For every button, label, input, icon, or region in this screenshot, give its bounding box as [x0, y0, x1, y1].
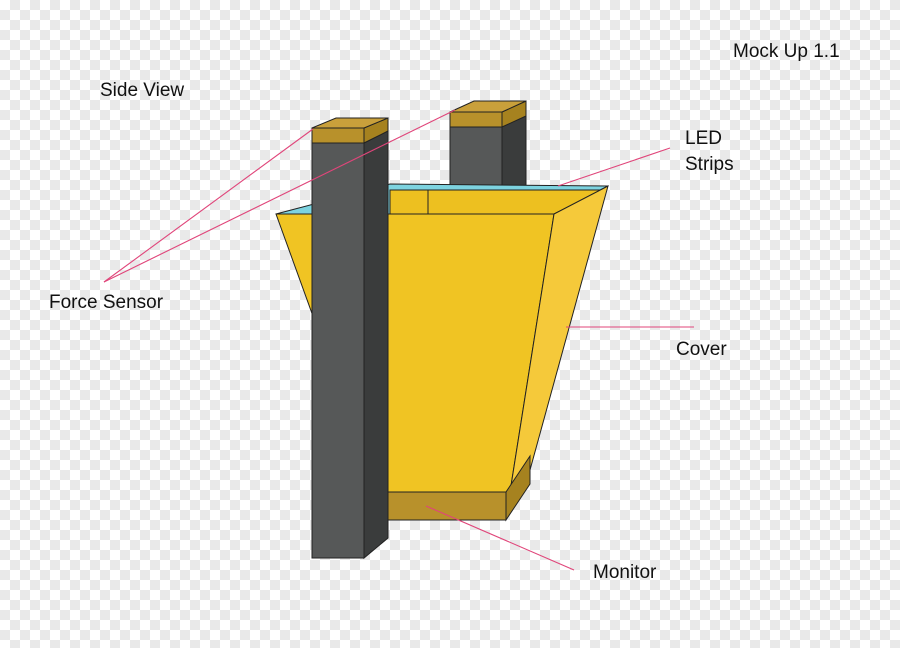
- force-sensor-back: [449, 100, 527, 128]
- leader-force-front: [103, 128, 314, 283]
- led-strips-label-line2: Strips: [685, 153, 734, 175]
- led-strips-label-line1: LED: [685, 128, 722, 149]
- leader-lines: [103, 109, 694, 571]
- leader-monitor: [425, 505, 575, 571]
- front-post: [311, 130, 389, 560]
- led-strips-label: LED Strips: [685, 126, 734, 177]
- leader-led: [557, 147, 671, 187]
- cover-label: Cover: [676, 339, 727, 360]
- front-post-front: [311, 142, 365, 559]
- monitor-label: Monitor: [593, 562, 657, 583]
- force-sensor-label: Force Sensor: [49, 292, 164, 313]
- back-post: [449, 115, 527, 189]
- back-post-front: [449, 125, 503, 189]
- mockup-version-label: Mock Up 1.1: [733, 41, 840, 62]
- monitor-block: [387, 454, 531, 522]
- leader-force-back: [103, 109, 456, 283]
- force-sensor-front: [311, 117, 389, 144]
- front-post-side: [363, 130, 389, 560]
- side-view-label: Side View: [100, 80, 185, 101]
- back-post-side: [501, 115, 527, 189]
